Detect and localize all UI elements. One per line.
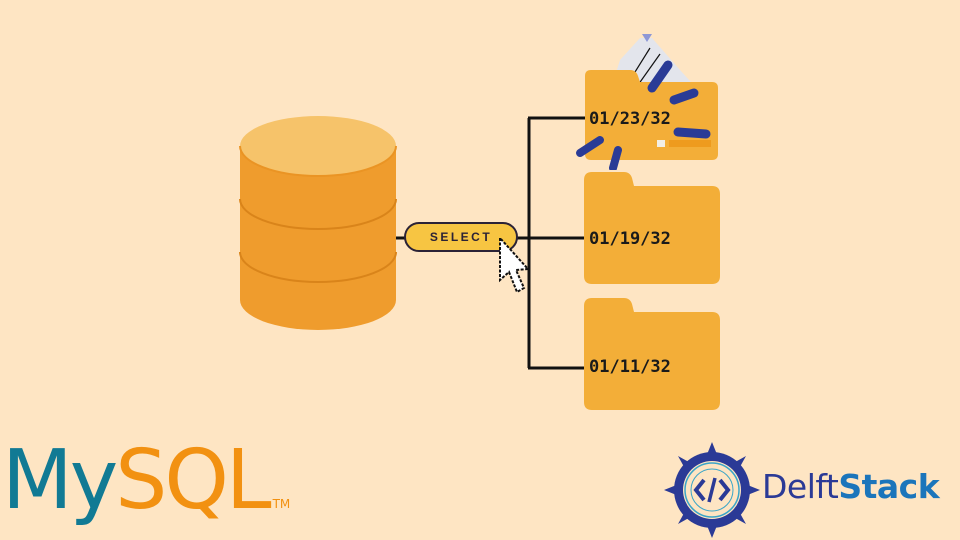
folder-date-label: 01/23/32 <box>589 109 671 129</box>
folder-icon <box>584 172 720 284</box>
mysql-logo-sql: SQL <box>115 433 271 528</box>
folder-date-label: 01/19/32 <box>589 229 671 249</box>
connector-lines <box>396 116 588 370</box>
folder-icon-opened <box>576 34 718 170</box>
mysql-logo-my: My <box>2 433 118 528</box>
delftstack-logo-stack: Stack <box>838 467 940 506</box>
trademark-symbol: TM <box>272 497 291 511</box>
folder-icon <box>584 298 720 410</box>
mouse-pointer-icon <box>499 236 531 294</box>
code-brackets-mandala-icon <box>664 442 760 538</box>
delftstack-logo: DelftStack <box>762 467 940 506</box>
database-cylinder-icon <box>239 116 397 330</box>
delftstack-logo-delft: Delft <box>762 467 839 506</box>
folder-date-label: 01/11/32 <box>589 357 671 377</box>
